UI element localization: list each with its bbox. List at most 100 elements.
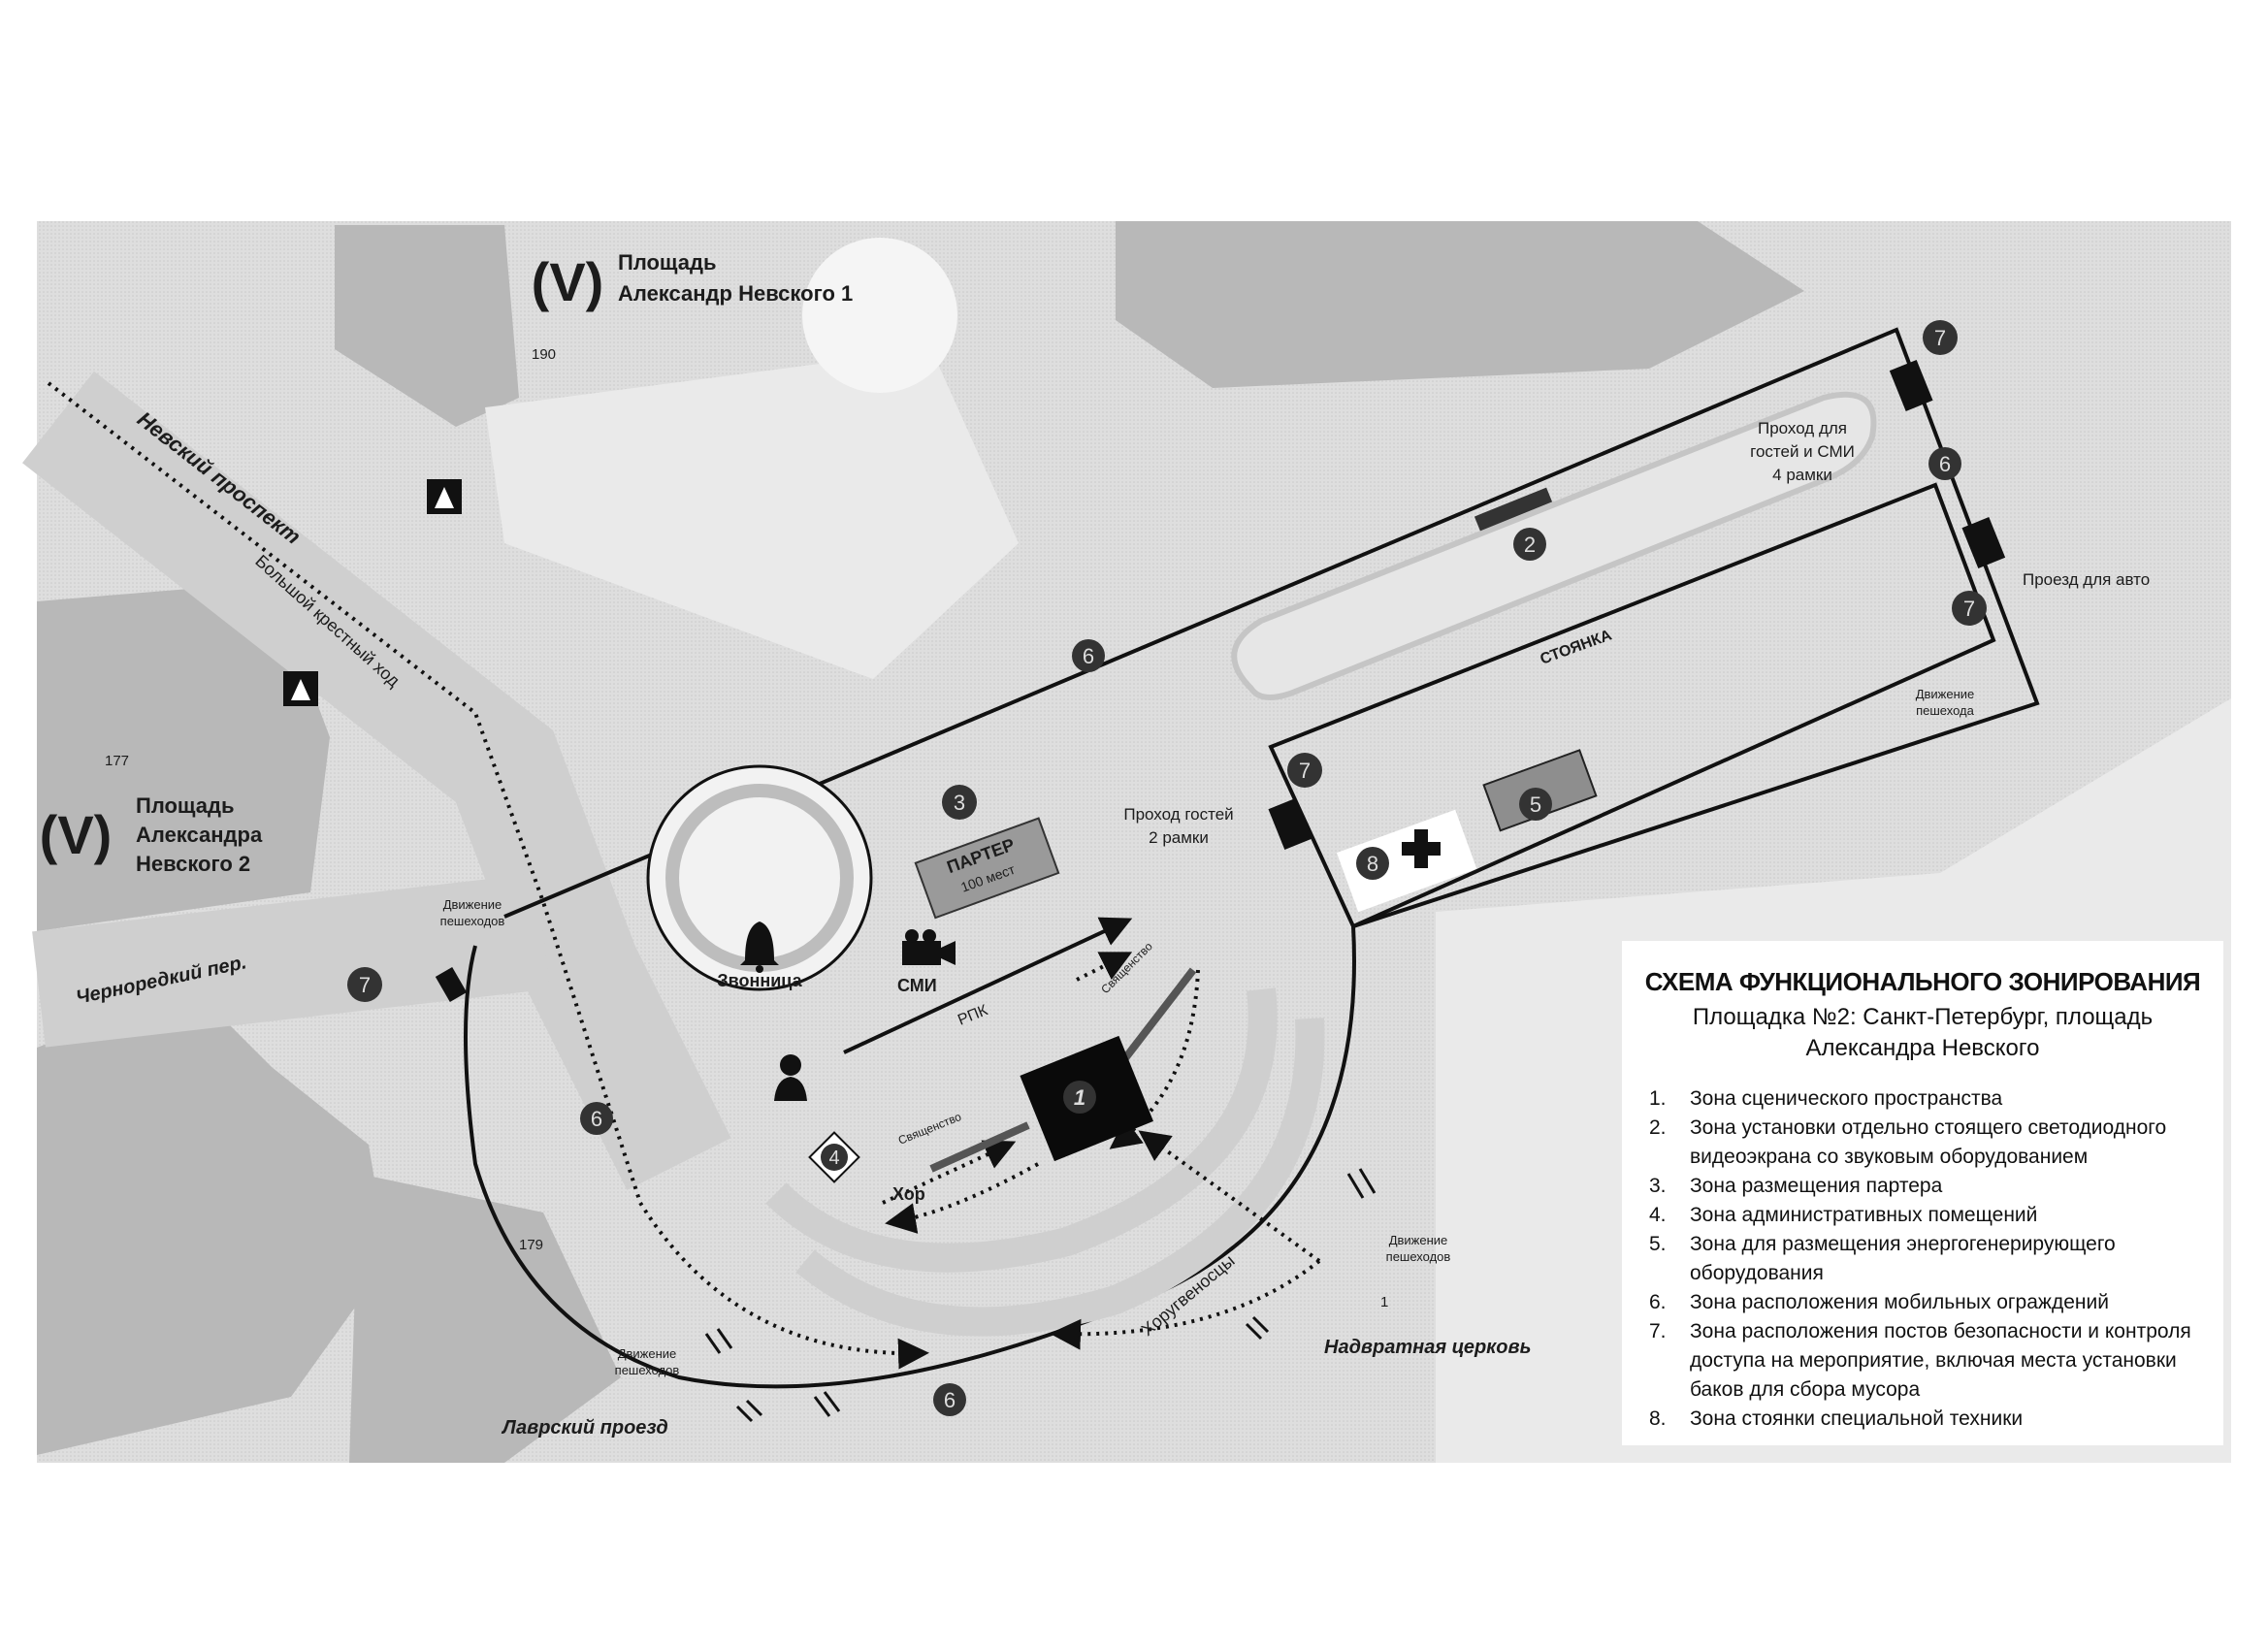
legend-item-text: Зона расположения постов безопасности и … bbox=[1690, 1320, 2191, 1401]
stage-arcs bbox=[765, 987, 1325, 1337]
house-number: 1 bbox=[1380, 1294, 1388, 1310]
legend-item-text: Зона стоянки специальной техники bbox=[1690, 1407, 2024, 1430]
gates bbox=[435, 359, 2006, 1002]
zone-marker-6: 6 6 6 6 bbox=[580, 447, 1961, 1416]
legend-item-text: Зона размещения партера bbox=[1690, 1175, 1943, 1197]
legend-item: 8. Зона стоянки специальной техники bbox=[1649, 1405, 2221, 1434]
legend-item-number: 1. bbox=[1649, 1087, 1667, 1110]
khorugvenostsy-route bbox=[1138, 1130, 1321, 1263]
guest-pass-line1: Проход гостей bbox=[1123, 805, 1233, 824]
legend-item: 5. Зона для размещения энергогенерирующег… bbox=[1649, 1230, 2221, 1288]
svg-text:6: 6 bbox=[1939, 452, 1951, 476]
svg-text:3: 3 bbox=[954, 791, 965, 815]
clergy-strip-left bbox=[929, 1121, 1030, 1173]
metro-icon: (V) (V) bbox=[40, 251, 604, 865]
legend-list: 1. Зона сценического пространства 2.Зона … bbox=[1649, 1084, 2221, 1434]
legend-item-number: 7. bbox=[1649, 1320, 1667, 1342]
legend-panel: СХЕМА ФУНКЦИОНАЛЬНОГО ЗОНИРОВАНИЯ Площад… bbox=[1622, 941, 2223, 1445]
zone-marker: 4 bbox=[808, 1131, 860, 1183]
buildings bbox=[37, 221, 1804, 1463]
choir-route bbox=[885, 1162, 1039, 1234]
legend-title: СХЕМА ФУНКЦИОНАЛЬНОГО ЗОНИРОВАНИЯ bbox=[1644, 967, 2201, 996]
guest-smi-pass-line2: гостей и СМИ bbox=[1750, 442, 1855, 461]
metro-1-line2: Александр Невского 1 bbox=[618, 281, 853, 306]
svg-text:2: 2 bbox=[1524, 533, 1536, 557]
zone-marker: 3 bbox=[942, 785, 977, 820]
belfry-circle bbox=[646, 764, 873, 991]
pedestrian-label-south-2: пешеходов bbox=[615, 1363, 680, 1377]
zone-marker: 5 bbox=[1519, 788, 1552, 821]
guest-smi-pass-line3: 4 рамки bbox=[1772, 466, 1832, 484]
pedestrian-label-east-1: Движение bbox=[1916, 687, 1975, 701]
legend-item-number: 3. bbox=[1649, 1175, 1667, 1197]
zone-2-screen bbox=[1474, 487, 1553, 532]
parking-track bbox=[1231, 391, 1877, 700]
legend-item: 2.Зона установки отдельно стоящего свето… bbox=[1649, 1114, 2221, 1172]
zone-marker-7: 7 7 7 7 bbox=[347, 320, 1987, 1002]
street-lavrsky: Лаврский проезд bbox=[501, 1417, 668, 1439]
smi-label: СМИ bbox=[897, 976, 937, 995]
zone-8-area bbox=[1336, 809, 1477, 913]
bell-icon bbox=[740, 922, 779, 973]
clergy-route-right bbox=[1109, 969, 1200, 1149]
pedestrian-label-south-1: Движение bbox=[618, 1346, 677, 1361]
pedestrian-label-church-2: пешеходов bbox=[1386, 1249, 1451, 1264]
legend-item: 1. Зона сценического пространства bbox=[1649, 1084, 2221, 1114]
return-route bbox=[1050, 1259, 1321, 1350]
svg-text:(V): (V) bbox=[40, 804, 113, 865]
zone-marker: 1 bbox=[1063, 1081, 1096, 1114]
legend-item-text: Зона сценического пространства bbox=[1690, 1087, 2003, 1110]
legend-item-number: 6. bbox=[1649, 1291, 1667, 1313]
house-number: 179 bbox=[519, 1237, 543, 1253]
metro-2-line1: Площадь bbox=[136, 793, 235, 818]
pedestrian-crossing-icon bbox=[283, 479, 462, 706]
legend-subtitle: Площадка №2: Санкт-Петербург, площадь Ал… bbox=[1692, 1004, 2154, 1061]
svg-text:8: 8 bbox=[1367, 852, 1378, 876]
metro-2-line2: Александра bbox=[136, 823, 263, 847]
svg-text:4: 4 bbox=[828, 1148, 839, 1169]
svg-text:7: 7 bbox=[359, 973, 371, 997]
svg-text:7: 7 bbox=[1934, 326, 1946, 350]
church-label: Надвратная церковь bbox=[1324, 1337, 1531, 1358]
pedestrian-label-west-1: Движение bbox=[443, 897, 502, 912]
svg-text:6: 6 bbox=[1083, 644, 1094, 668]
legend-item-text: Зона установки отдельно стоящего светоди… bbox=[1690, 1116, 2167, 1168]
security-officer-icon bbox=[774, 1054, 807, 1101]
legend-item: 3. Зона размещения партера bbox=[1649, 1172, 2221, 1201]
zone-3-parter bbox=[914, 817, 1060, 920]
legend-item-text: Зона расположения мобильных ограждений bbox=[1690, 1291, 2109, 1313]
special-vehicle-icon bbox=[1402, 829, 1441, 868]
legend-item: 4. Зона административных помещений bbox=[1649, 1201, 2221, 1230]
legend-item-number: 4. bbox=[1649, 1204, 1667, 1226]
pedestrian-label-east-2: пешехода bbox=[1916, 703, 1975, 718]
clergy-route-top bbox=[1076, 952, 1133, 982]
svg-text:7: 7 bbox=[1963, 597, 1975, 621]
rpk-arrow bbox=[843, 917, 1133, 1054]
svg-text:7: 7 bbox=[1299, 759, 1311, 783]
clergy-route-left bbox=[882, 1140, 1017, 1205]
svg-text:6: 6 bbox=[944, 1388, 956, 1412]
camera-icon bbox=[902, 929, 956, 965]
metro-2-line3: Невского 2 bbox=[136, 852, 250, 876]
guest-pass-line2: 2 рамки bbox=[1149, 828, 1209, 847]
house-number: 177 bbox=[105, 753, 129, 769]
pedestrian-label-west-2: пешеходов bbox=[440, 914, 505, 928]
legend-item: 6. Зона расположения мобильных ограждений bbox=[1649, 1288, 2221, 1317]
legend-item-number: 8. bbox=[1649, 1407, 1667, 1430]
khor-label: Хор bbox=[892, 1184, 925, 1204]
svg-text:1: 1 bbox=[1074, 1085, 1085, 1110]
legend-item-text: Зона для размещения энергогенерирующего … bbox=[1690, 1233, 2116, 1284]
legend-item-text: Зона административных помещений bbox=[1690, 1204, 2038, 1226]
auto-pass-label: Проезд для авто bbox=[2023, 570, 2150, 589]
roads bbox=[22, 371, 731, 1190]
svg-text:6: 6 bbox=[591, 1107, 602, 1131]
zone-marker: 8 bbox=[1356, 847, 1389, 880]
belfry-label: Звонница bbox=[717, 971, 802, 990]
legend-item-number: 5. bbox=[1649, 1233, 1667, 1255]
barrier-ticks bbox=[704, 1168, 1377, 1423]
metro-1-line1: Площадь bbox=[618, 250, 717, 275]
zone-marker: 2 bbox=[1513, 528, 1546, 561]
svg-text:5: 5 bbox=[1530, 792, 1541, 817]
svg-text:(V): (V) bbox=[532, 251, 604, 312]
legend-item: 7. Зона расположения постов безопасности … bbox=[1649, 1317, 2221, 1405]
